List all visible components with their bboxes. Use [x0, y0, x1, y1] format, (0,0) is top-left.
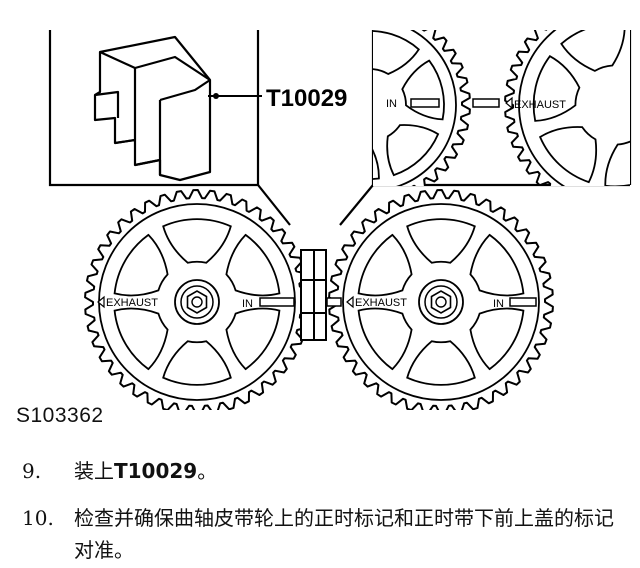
step-10: 10. 检查并确保曲轴皮带轮上的正时标记和正时带下前上盖的标记对准。	[22, 502, 614, 566]
inset-exhaust-label: EXHAUST	[514, 99, 566, 111]
step-9-number: 9.	[22, 459, 42, 483]
left-in-label: IN	[242, 298, 253, 310]
inset-exhaust-mark	[472, 98, 500, 108]
inset-in-mark	[410, 98, 440, 108]
inset-gear-exhaust	[504, 30, 630, 186]
tool-label: T10029	[266, 85, 347, 112]
right-in-marker: IN	[493, 297, 537, 310]
tool-t10029-drawing	[93, 35, 212, 182]
camshaft-sprocket-left	[84, 189, 310, 410]
step-9-text: 装上T10029。	[74, 455, 217, 487]
inset-detail: IN EXHAUST	[373, 30, 630, 186]
right-exhaust-label: EXHAUST	[355, 297, 407, 309]
figure-code: S103362	[16, 404, 104, 427]
tool-leader-dot	[213, 93, 219, 99]
left-in-marker: IN	[242, 297, 295, 310]
camshaft-sprocket-right	[328, 189, 554, 410]
left-exhaust-marker: EXHAUST	[97, 295, 158, 309]
left-exhaust-label: EXHAUST	[106, 297, 158, 309]
step-9-tool-code: T10029	[114, 459, 198, 483]
tool-installed	[300, 249, 327, 341]
inset-exhaust-arrow	[505, 96, 513, 110]
inset-in-label: IN	[386, 98, 397, 110]
step-9: 9. 装上T10029。	[22, 455, 217, 487]
step-9-suffix: 。	[197, 459, 218, 483]
right-in-label: IN	[493, 298, 504, 310]
right-exhaust-marker: EXHAUST	[326, 295, 407, 309]
step-10-number: 10.	[22, 506, 54, 530]
camshaft-alignment-diagram: T10029 IN EXHAUST EXHAUST IN EXHAUST IN	[48, 30, 632, 410]
step-10-text: 检查并确保曲轴皮带轮上的正时标记和正时带下前上盖的标记对准。	[74, 506, 614, 562]
step-9-prefix: 装上	[74, 459, 114, 483]
